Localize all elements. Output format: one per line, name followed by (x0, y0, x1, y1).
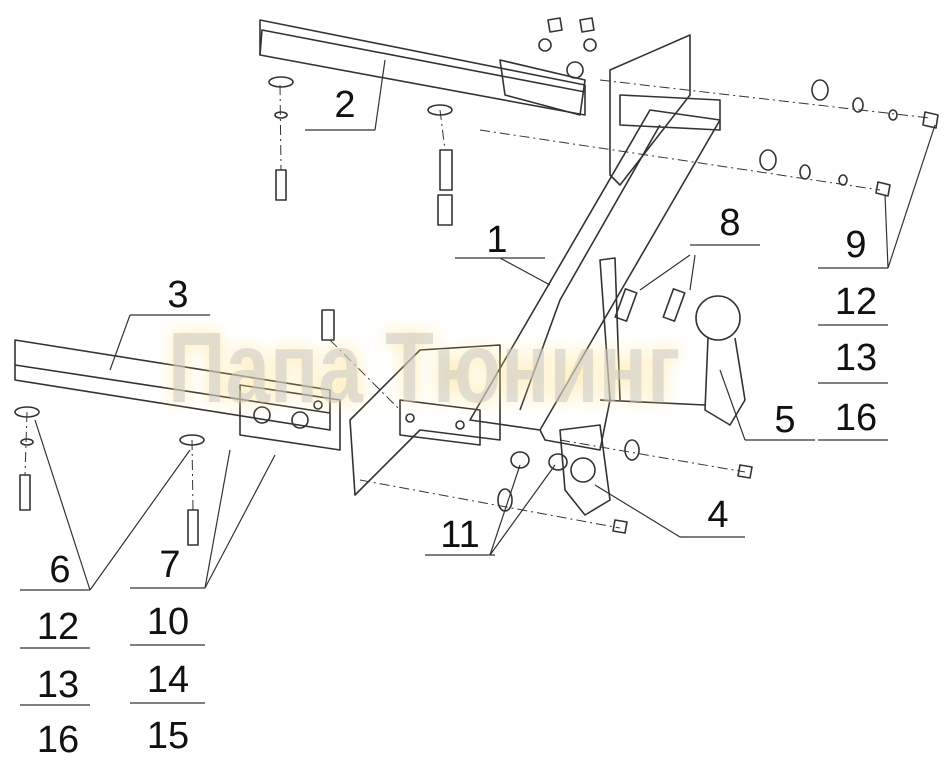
callout-5: 5 (774, 399, 796, 441)
callout-lines (20, 59, 936, 706)
callout-group-left-a-2: 13 (36, 664, 80, 706)
callout-group-left-a-0: 6 (49, 549, 71, 591)
callout-group-left-b-1: 10 (146, 601, 190, 643)
watermark: Папа Тюнинг (168, 312, 681, 424)
fasteners (14, 17, 939, 546)
callout-11: 11 (440, 514, 480, 556)
socket-plate-part-4 (559, 424, 611, 516)
callout-group-left-a-3: 16 (36, 719, 80, 761)
callout-group-left-b-2: 14 (146, 659, 190, 701)
callout-group-right-0: 9 (845, 224, 867, 266)
callout-group-left-b-0: 7 (159, 544, 181, 586)
callout-group-left-a-1: 12 (36, 606, 80, 648)
tow-ball-part-5 (599, 295, 746, 426)
callout-1: 1 (486, 219, 508, 261)
callout-3: 3 (167, 274, 189, 316)
callout-group-right-3: 16 (834, 397, 878, 439)
callout-4: 4 (707, 494, 729, 536)
crossbar-part-1 (349, 34, 721, 496)
callout-8: 8 (719, 202, 741, 244)
bracket-part-2 (259, 19, 586, 116)
callout-2: 2 (334, 84, 356, 126)
callout-group-right-2: 13 (834, 337, 878, 379)
assembly-lines (24, 79, 931, 529)
callout-group-right-1: 12 (834, 281, 878, 323)
callout-group-left-b-3: 15 (146, 715, 190, 757)
bracket-part-3 (14, 339, 341, 451)
